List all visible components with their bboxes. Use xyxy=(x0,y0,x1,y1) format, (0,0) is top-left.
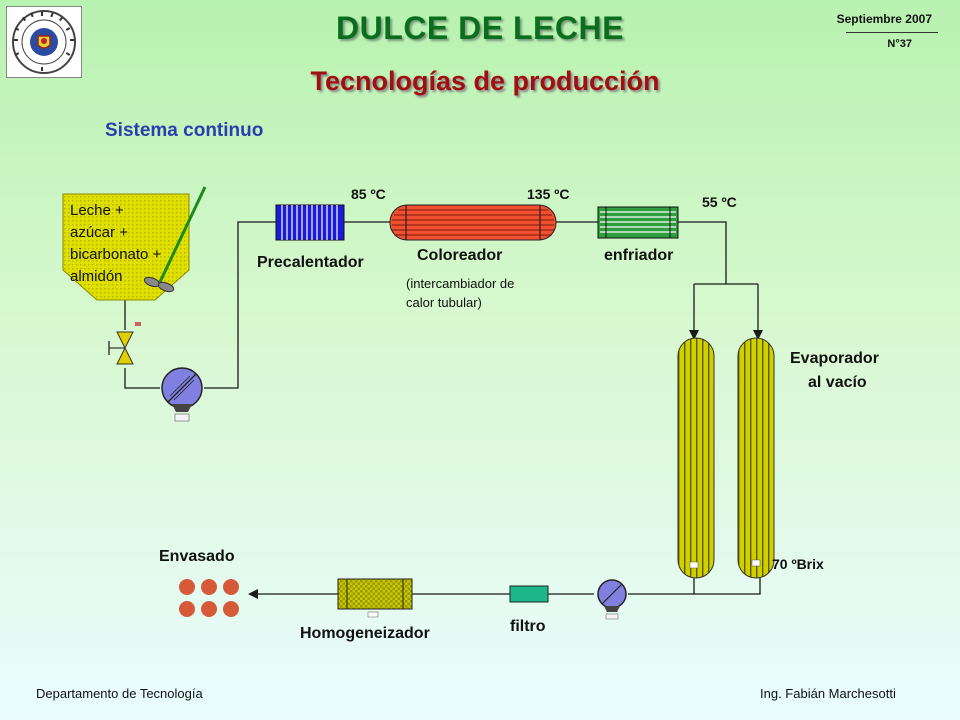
coloreador-note-1: (intercambiador de xyxy=(406,276,515,291)
label-precalentador: Precalentador xyxy=(257,254,364,271)
temp-precalentador: 85 ºC xyxy=(351,186,386,202)
valve-icon xyxy=(108,322,141,365)
enfriador-icon xyxy=(597,206,679,239)
evaporator-2-icon xyxy=(737,337,775,579)
temp-enfriador: 55 ºC xyxy=(702,194,737,210)
mixer-shaft xyxy=(158,186,207,283)
jar-icon xyxy=(201,601,217,617)
temp-coloreador: 135 ºC xyxy=(527,186,570,202)
label-evaporador-2: al vacío xyxy=(808,374,867,391)
pipe-valve-to-pump xyxy=(124,368,160,389)
date-divider xyxy=(846,32,938,33)
label-envasado: Envasado xyxy=(159,548,235,565)
section-title: Sistema continuo xyxy=(105,120,264,141)
coloreador-note-2: calor tubular) xyxy=(406,295,482,310)
pipes xyxy=(124,221,761,595)
label-evaporador-1: Evaporador xyxy=(790,350,879,367)
brix-label: 70 ºBrix xyxy=(772,556,824,572)
date-label: Septiembre 2007 xyxy=(836,12,932,26)
label-filtro: filtro xyxy=(510,618,546,635)
evaporator-1-icon xyxy=(677,337,715,579)
jar-icon xyxy=(179,601,195,617)
filtro-icon xyxy=(509,585,549,603)
pump-2-icon xyxy=(597,579,627,620)
university-logo xyxy=(6,6,82,78)
mixer-blade-right xyxy=(157,281,175,293)
pipe-enfriador-to-evaporator xyxy=(678,221,727,284)
label-homogeneizador: Homogeneizador xyxy=(300,625,430,642)
arrowheads xyxy=(248,330,763,599)
footer-author: Ing. Fabián Marchesotti xyxy=(760,686,896,701)
jar-icon xyxy=(223,601,239,617)
jar-icon xyxy=(201,579,217,595)
pipe-evaporator-outlet xyxy=(693,575,761,595)
tank-line-4: almidón xyxy=(70,268,123,285)
tank-contents: Leche + azúcar + bicarbonato + almidón xyxy=(70,200,161,288)
arrow-to-envasado xyxy=(248,589,258,599)
tank-line-1: Leche + xyxy=(70,202,124,219)
page-subtitle: Tecnologías de producción xyxy=(310,66,660,96)
feed-tank xyxy=(62,193,190,301)
jar-icon xyxy=(223,579,239,595)
envasado-jars xyxy=(179,579,239,617)
arrow-evap-2 xyxy=(753,330,763,340)
coloreador-icon xyxy=(389,204,557,241)
label-enfriador: enfriador xyxy=(604,247,674,264)
jar-icon xyxy=(179,579,195,595)
pump-icon xyxy=(161,367,203,422)
issue-number: N°37 xyxy=(887,38,912,50)
precalentador-icon xyxy=(275,204,345,241)
tank-line-3: bicarbonato + xyxy=(70,246,162,263)
homogeneizador-icon xyxy=(337,578,413,618)
footer-department: Departamento de Tecnología xyxy=(36,686,203,701)
arrow-evap-1 xyxy=(689,330,699,340)
pipe-pump-to-precalentador xyxy=(204,221,276,389)
label-coloreador: Coloreador xyxy=(417,247,503,264)
tank-line-2: azúcar + xyxy=(70,224,128,241)
page-title: DULCE DE LECHE xyxy=(336,10,624,46)
